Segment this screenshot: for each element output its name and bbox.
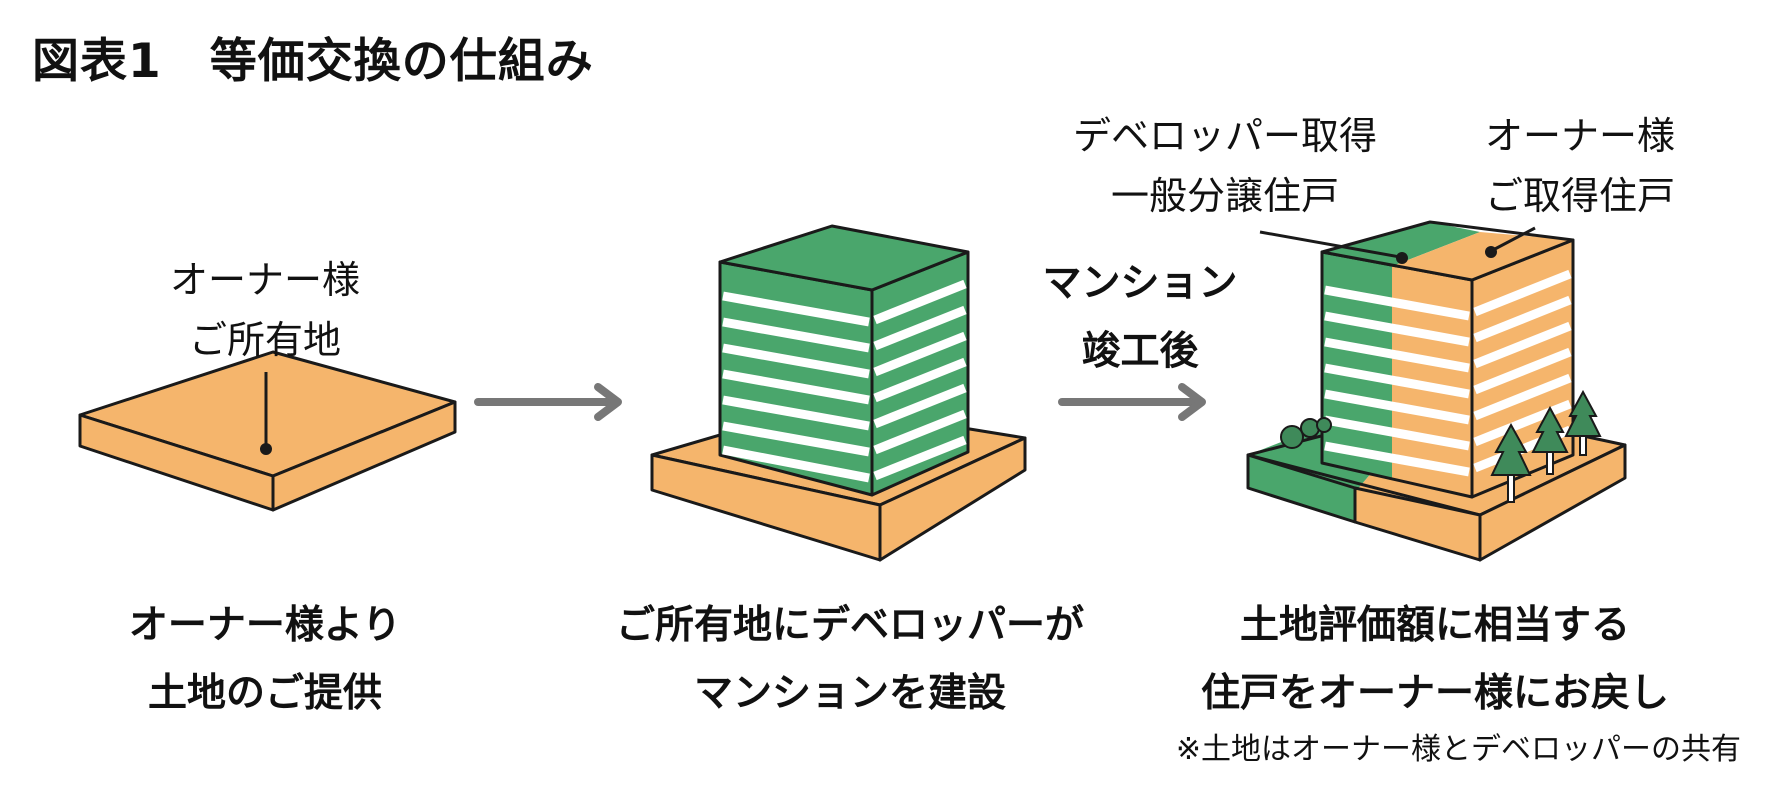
tree-icon bbox=[1490, 422, 1532, 503]
figure-title: 図表1 等価交換の仕組み bbox=[32, 34, 594, 89]
pointer-dot bbox=[1396, 252, 1408, 264]
arrow-right-icon bbox=[474, 383, 622, 421]
footnote: ※土地はオーナー様とデベロッパーの共有 bbox=[1175, 732, 1741, 767]
step3-caption: 土地評価額に相当する 住戸をオーナー様にお戻し bbox=[1200, 603, 1669, 716]
pointer-dot bbox=[260, 443, 272, 455]
land-plot-step1 bbox=[78, 350, 457, 512]
step1-caption: オーナー様より 土地のご提供 bbox=[128, 603, 402, 716]
arrow-right-icon bbox=[1058, 383, 1206, 421]
building-step3 bbox=[1246, 220, 1627, 562]
step2-caption: ご所有地にデベロッパーが マンションを建設 bbox=[615, 603, 1084, 716]
land-owner-label: オーナー様 ご所有地 bbox=[169, 258, 360, 362]
pointer-dot bbox=[1485, 246, 1497, 258]
tree-icon bbox=[1564, 389, 1602, 456]
building-step2 bbox=[650, 224, 1027, 562]
developer-units-label: デベロッパー取得 一般分譲住戸 bbox=[1072, 114, 1377, 218]
arrow-label: マンション 竣工後 bbox=[1042, 261, 1238, 374]
owner-pointer-line bbox=[1492, 226, 1536, 252]
tree-icon bbox=[1531, 405, 1569, 475]
owner-units-label: オーナー様 ご取得住戸 bbox=[1484, 114, 1675, 218]
shrub-icon bbox=[1280, 417, 1332, 449]
developer-pointer-line bbox=[1259, 230, 1401, 259]
